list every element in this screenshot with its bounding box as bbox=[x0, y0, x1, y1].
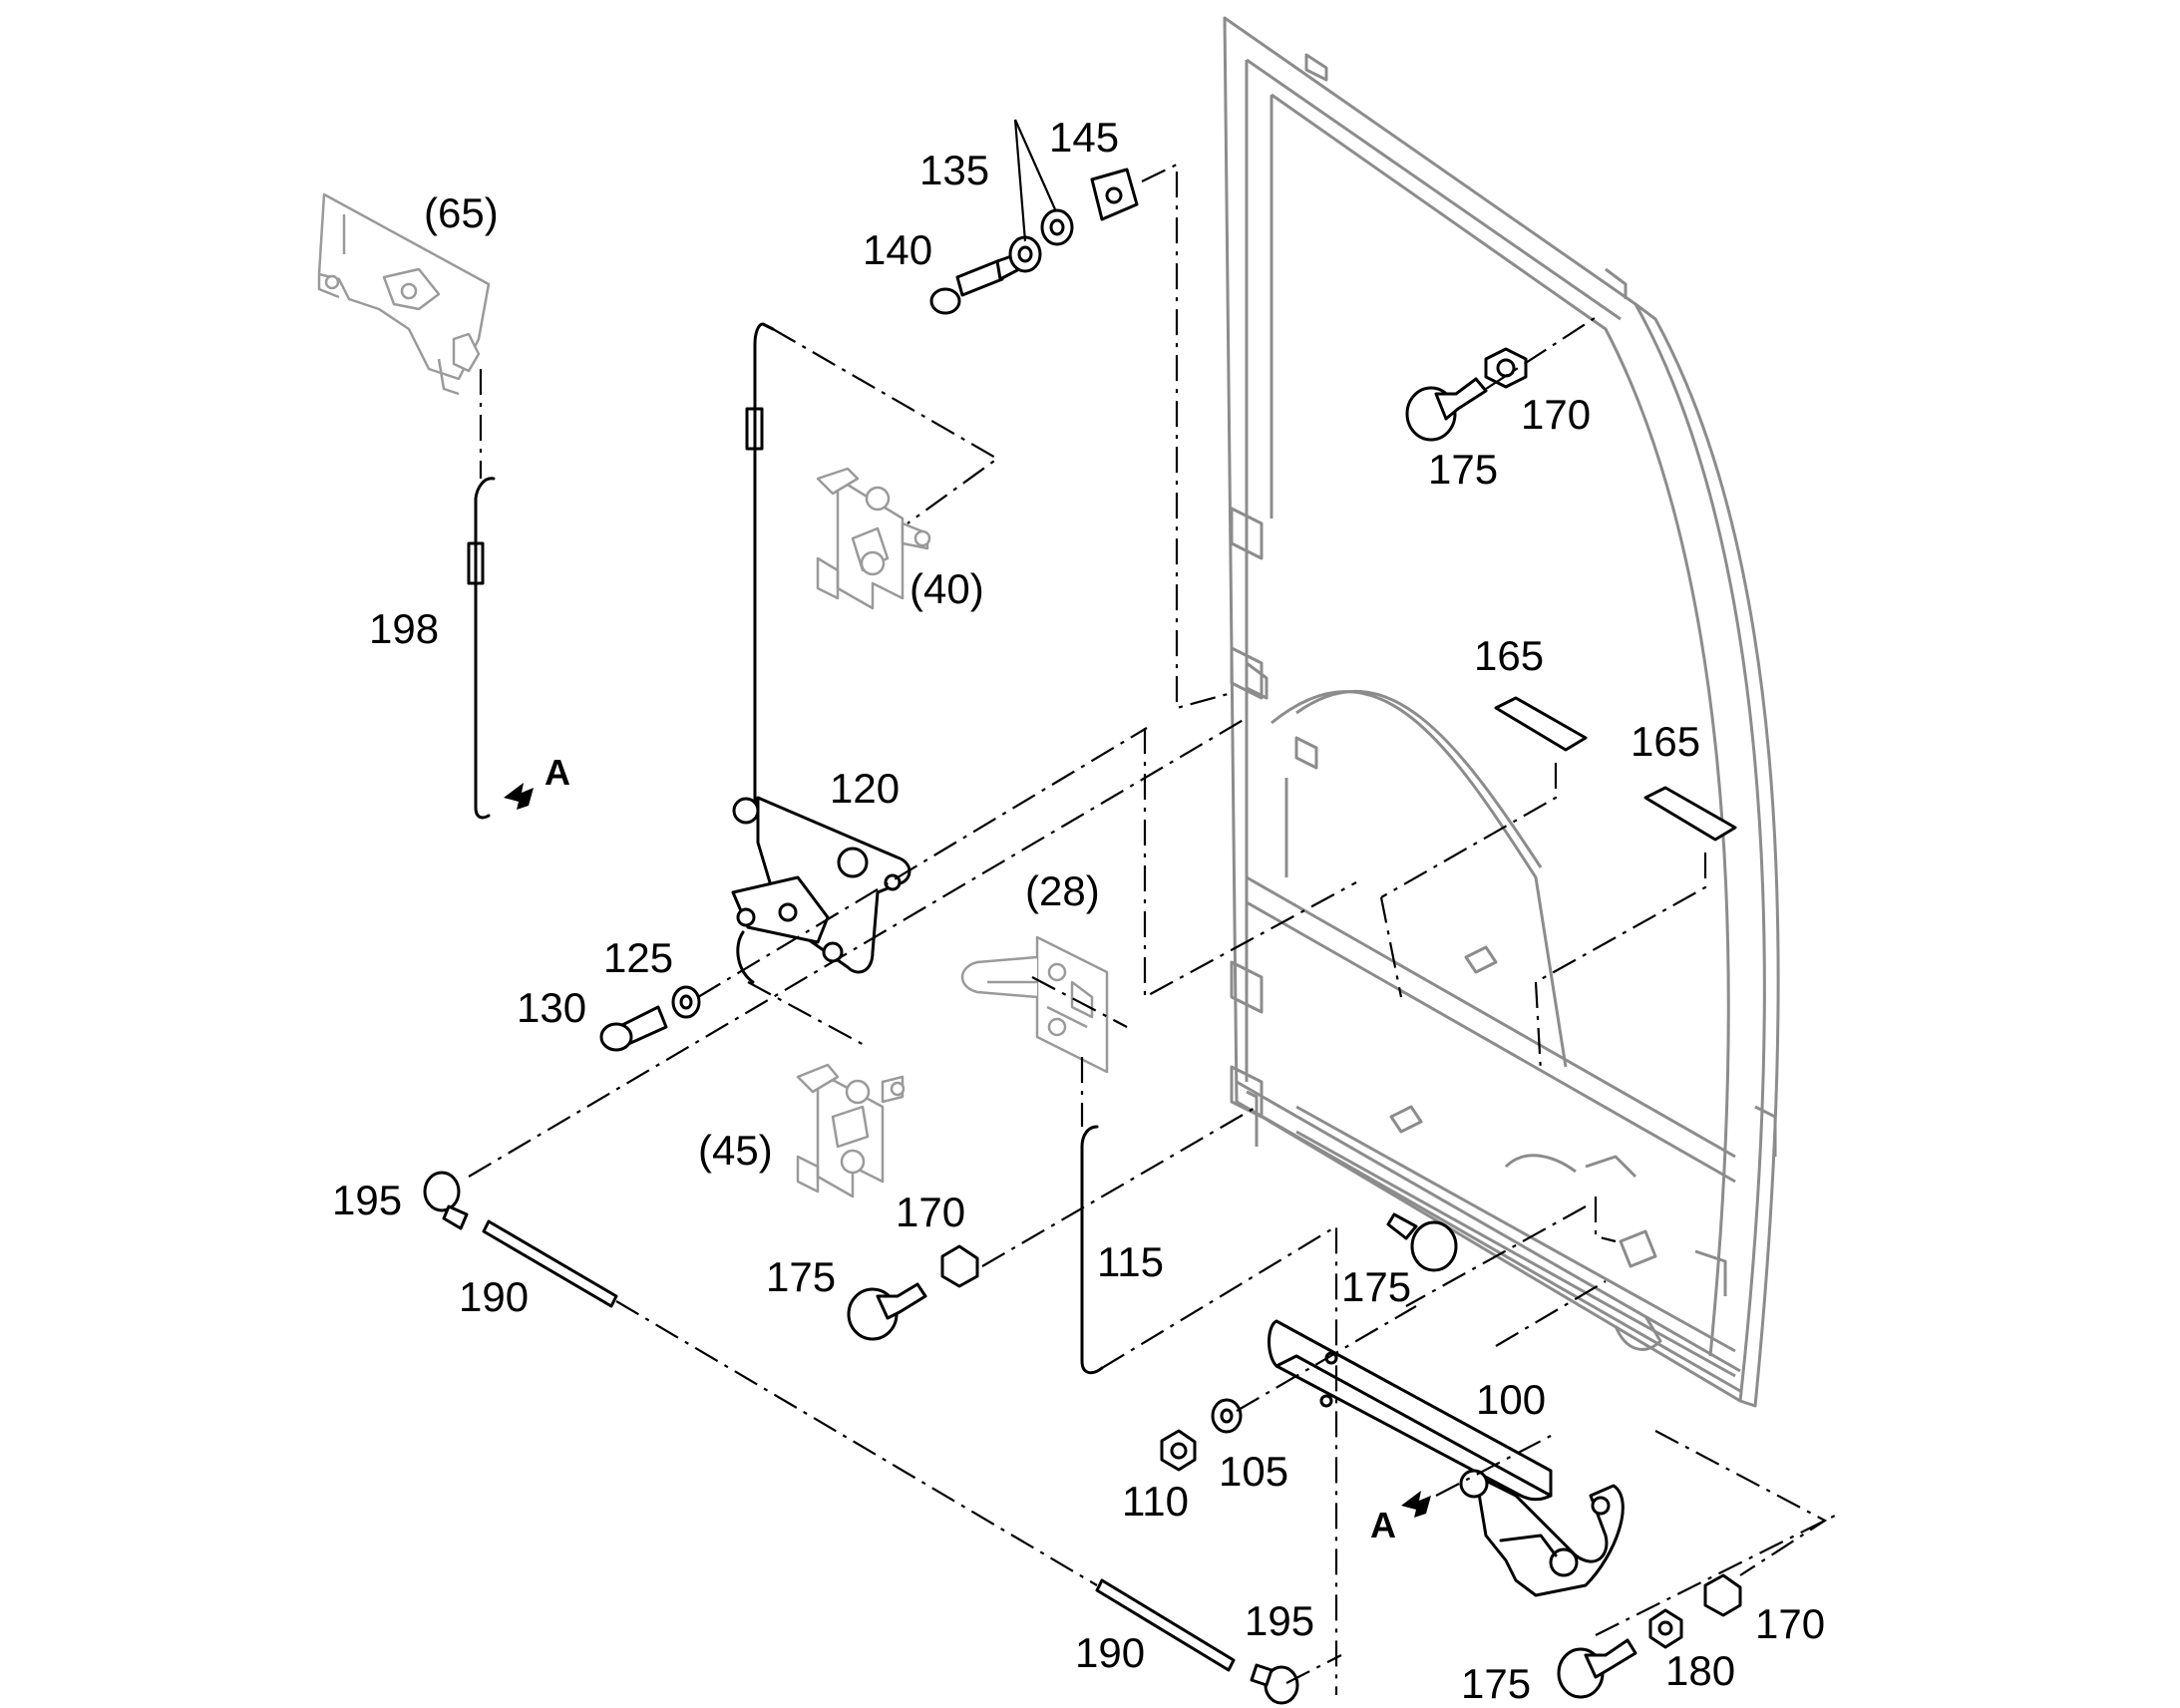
part-195-eyelet-a bbox=[423, 1171, 469, 1230]
label-110: 110 bbox=[1122, 1478, 1189, 1525]
part-195-eyelet-b bbox=[1250, 1663, 1299, 1705]
label-165-b: 165 bbox=[1631, 718, 1700, 765]
label-175-c: 175 bbox=[1341, 1263, 1411, 1310]
reference-part-40 bbox=[816, 467, 931, 610]
view-arrow-lower bbox=[1401, 1491, 1431, 1518]
part-190-rod-a bbox=[482, 1219, 618, 1308]
part-175-knob-lower bbox=[1386, 1212, 1458, 1272]
part-135-washers bbox=[1008, 208, 1074, 273]
label-135: 135 bbox=[919, 147, 989, 193]
label-115: 115 bbox=[1097, 1238, 1164, 1285]
part-rod-to-latch bbox=[745, 322, 775, 810]
label-140: 140 bbox=[863, 226, 932, 273]
part-170-nut-middle bbox=[940, 1244, 979, 1288]
part-165-strip-a bbox=[1494, 696, 1588, 752]
part-175-knob-middle bbox=[847, 1282, 927, 1341]
door-frame bbox=[1223, 16, 1780, 1408]
part-180-nut bbox=[1648, 1608, 1683, 1649]
label-190-a: 190 bbox=[459, 1273, 529, 1320]
part-175-knob-bottom bbox=[1557, 1638, 1637, 1699]
label-100: 100 bbox=[1476, 1376, 1546, 1423]
part-145-nut bbox=[1090, 168, 1139, 221]
part-165-strip-b bbox=[1643, 786, 1737, 842]
view-label-a-lower: A bbox=[1370, 1505, 1396, 1545]
part-190-rod-b bbox=[1095, 1578, 1236, 1672]
part-170-nut-upper bbox=[1484, 347, 1528, 389]
part-125-washer bbox=[671, 985, 701, 1019]
label-198: 198 bbox=[369, 605, 439, 652]
part-105-washer bbox=[1211, 1398, 1243, 1434]
label-145: 145 bbox=[1049, 114, 1119, 161]
label-175-b: 175 bbox=[1428, 446, 1498, 493]
reference-part-45 bbox=[796, 1063, 906, 1198]
label-65: (65) bbox=[424, 189, 499, 236]
label-170-a: 170 bbox=[896, 1189, 965, 1235]
label-45: (45) bbox=[698, 1127, 773, 1174]
label-125: 125 bbox=[603, 934, 673, 981]
part-170-nut-bottom bbox=[1703, 1573, 1742, 1617]
part-100-bracket bbox=[1268, 1319, 1625, 1597]
label-170-c: 170 bbox=[1755, 1600, 1825, 1647]
part-115-rod bbox=[1080, 1125, 1104, 1375]
part-130-bolt bbox=[599, 1005, 668, 1052]
part-140-bolt bbox=[929, 252, 1021, 315]
label-40: (40) bbox=[909, 565, 984, 612]
view-arrow-upper bbox=[504, 783, 534, 810]
label-180: 180 bbox=[1665, 1647, 1735, 1694]
part-198-rod bbox=[467, 477, 496, 820]
reference-part-28 bbox=[960, 935, 1109, 1074]
label-175-a: 175 bbox=[766, 1253, 836, 1300]
label-105: 105 bbox=[1219, 1448, 1288, 1495]
label-195-b: 195 bbox=[1245, 1597, 1314, 1644]
label-195-a: 195 bbox=[332, 1177, 402, 1223]
label-175-d: 175 bbox=[1461, 1660, 1531, 1707]
callout-labels: (65) 198 (40) (45) (28) 140 135 145 120 … bbox=[332, 114, 1825, 1707]
label-120: 120 bbox=[830, 765, 900, 812]
label-165-a: 165 bbox=[1474, 632, 1544, 679]
view-label-a-upper: A bbox=[545, 752, 570, 793]
part-175-knob-upper bbox=[1405, 377, 1488, 442]
part-110-nut bbox=[1160, 1429, 1197, 1472]
label-170-b: 170 bbox=[1521, 391, 1591, 438]
label-28: (28) bbox=[1025, 867, 1100, 914]
label-190-b: 190 bbox=[1075, 1629, 1145, 1676]
label-130: 130 bbox=[517, 984, 586, 1031]
reference-part-65 bbox=[317, 192, 491, 396]
part-120-lever bbox=[731, 796, 911, 984]
leader-lines bbox=[468, 119, 1836, 1695]
